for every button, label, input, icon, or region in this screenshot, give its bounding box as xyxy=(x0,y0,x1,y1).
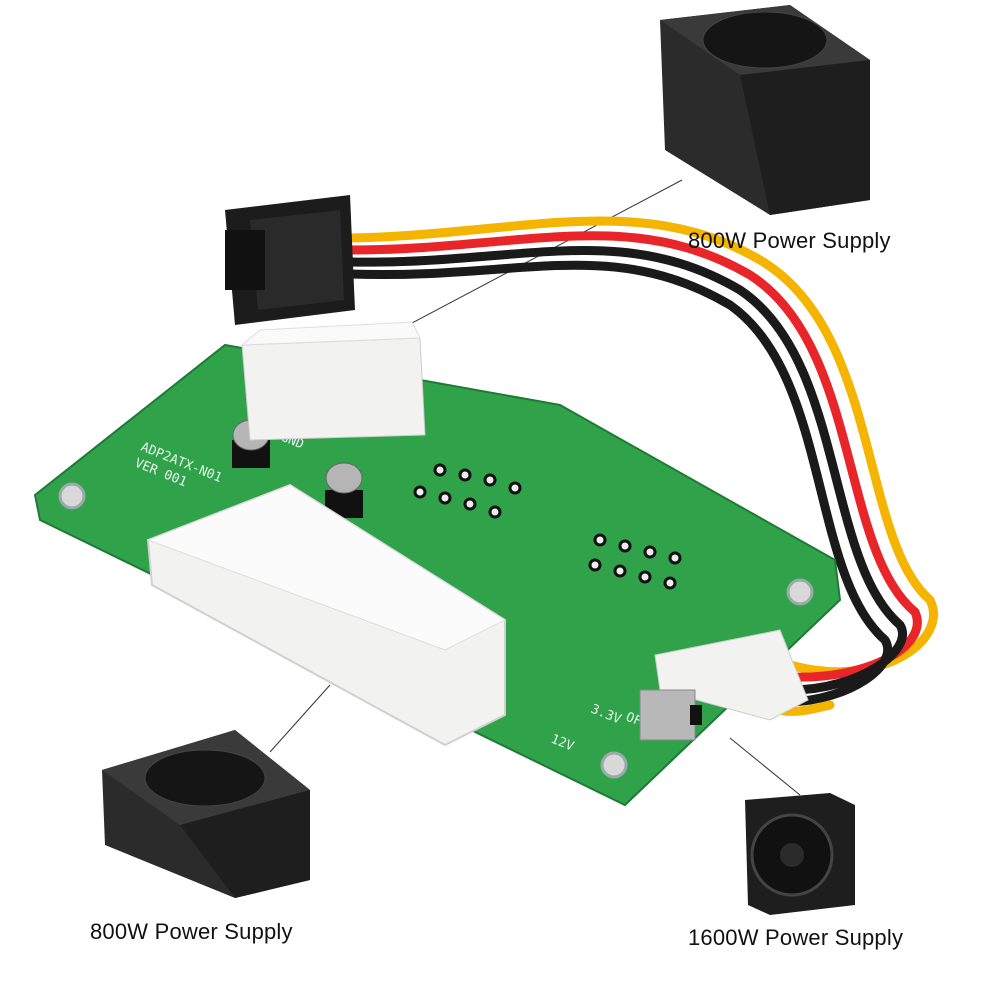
caption-bottom-left-psu: 800W Power Supply xyxy=(90,919,293,944)
caption-top-right-psu: 800W Power Supply xyxy=(688,228,891,253)
psu-image-bottom-left xyxy=(102,730,310,898)
capacitor xyxy=(325,462,363,518)
leader-line-bottom-left xyxy=(269,684,331,753)
atx-24pin-connector xyxy=(146,483,507,747)
psu-image-bottom-right xyxy=(745,793,855,915)
adapter-board: ADP2ATX-N01 VER 001 GND 3.3V 12V OFF xyxy=(33,343,842,807)
caption-bottom-right-psu: 1600W Power Supply xyxy=(688,925,904,950)
molex-connector xyxy=(240,321,426,441)
psu-image-top-right xyxy=(660,5,870,215)
switch-connector xyxy=(639,629,809,741)
sata-connector xyxy=(225,195,355,325)
leader-line-bottom-right xyxy=(729,737,801,796)
leader-line-top xyxy=(379,179,683,341)
